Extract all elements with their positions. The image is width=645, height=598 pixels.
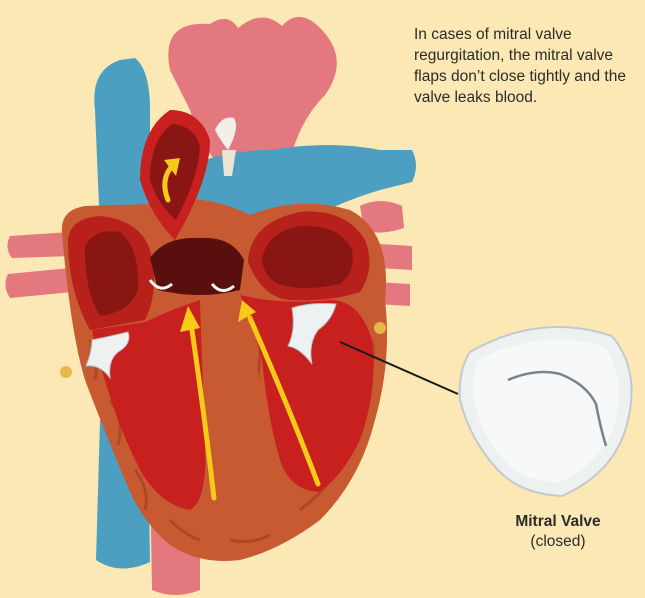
- mitral-valve-closeup: [460, 327, 632, 496]
- aortic-root: [150, 238, 244, 295]
- pulmonary-vein-left-lower: [5, 268, 72, 298]
- pulmonary-vein-left-upper: [7, 232, 72, 258]
- mitral-valve-label: Mitral Valve (closed): [488, 512, 628, 552]
- fat-deposit: [374, 322, 386, 334]
- mitral-valve-state: (closed): [488, 532, 628, 552]
- regurgitation-caption: In cases of mitral valve regurgitation, …: [414, 24, 642, 108]
- fat-deposit: [60, 366, 72, 378]
- superior-vena-cava: [94, 58, 150, 230]
- mitral-valve-title: Mitral Valve: [488, 512, 628, 532]
